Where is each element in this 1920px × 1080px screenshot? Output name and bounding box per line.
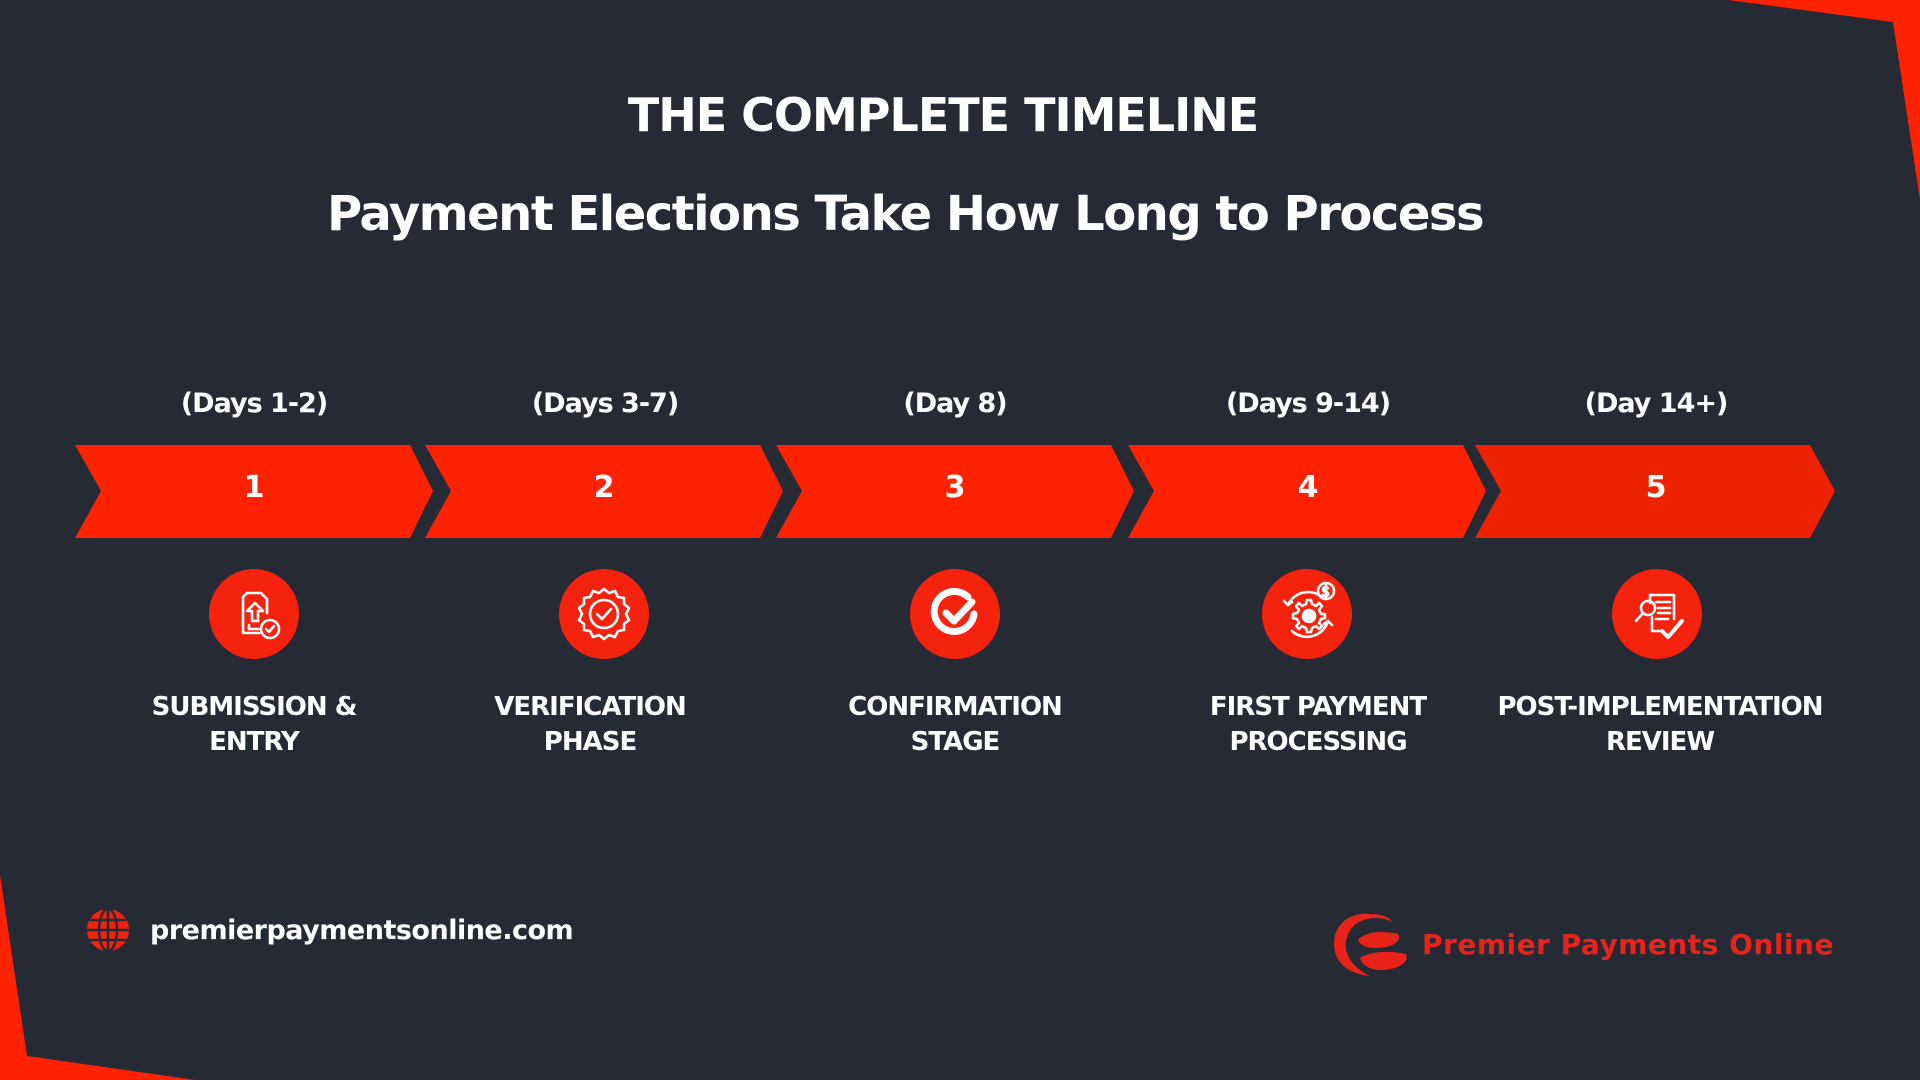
step-1-number: 1: [243, 470, 265, 505]
website-link[interactable]: premierpaymentsonline.com: [86, 908, 574, 952]
brand-name: Premier Payments Online: [1422, 927, 1834, 961]
globe-icon: [87, 908, 129, 952]
step-5-label-line1: POST-IMPLEMENTATION: [1497, 692, 1823, 722]
website-url[interactable]: premierpaymentsonline.com: [150, 914, 574, 946]
step-2-chevron: [425, 445, 783, 538]
document-upload-check-icon: [209, 569, 299, 659]
step-3-number: 3: [944, 470, 966, 505]
step-2-days: (Days 3-7): [531, 388, 679, 419]
step-1-label-line1: SUBMISSION &: [151, 692, 358, 722]
step-2-label: VERIFICATION PHASE: [390, 690, 790, 760]
step-5-chevron: [1475, 445, 1835, 538]
step-4-label-line1: FIRST PAYMENT: [1209, 692, 1427, 722]
step-2-label-line1: VERIFICATION: [494, 692, 686, 722]
brand-logo: Premier Payments Online: [1330, 910, 1834, 978]
step-3-label-line1: CONFIRMATION: [848, 692, 1063, 722]
step-3-days: (Day 8): [903, 388, 1007, 419]
step-3-label: CONFIRMATION STAGE: [755, 690, 1155, 760]
step-3-label-line2: STAGE: [910, 727, 1001, 757]
step-4-label: FIRST PAYMENT PROCESSING: [1118, 690, 1518, 760]
step-4-number: 4: [1297, 470, 1319, 505]
step-1-chevron: [75, 445, 433, 538]
step-4-days: (Days 9-14): [1225, 388, 1391, 419]
step-1-label-line2: ENTRY: [209, 727, 300, 757]
step-1-label: SUBMISSION & ENTRY: [54, 690, 454, 760]
page-subtitle: Payment Elections Take How Long to Proce…: [326, 186, 1485, 242]
step-5-days: (Day 14+): [1584, 388, 1729, 419]
step-2-number: 2: [593, 470, 615, 505]
step-5-label: POST-IMPLEMENTATION REVIEW: [1460, 690, 1860, 760]
step-1-days: (Days 1-2): [180, 388, 328, 419]
step-5-number: 5: [1645, 470, 1667, 505]
step-2-label-line2: PHASE: [543, 727, 637, 757]
check-circle-icon: [910, 569, 1000, 659]
step-4-label-line2: PROCESSING: [1229, 727, 1407, 757]
step-5-label-line2: REVIEW: [1605, 727, 1715, 757]
document-review-icon: [1612, 569, 1702, 659]
page-title: THE COMPLETE TIMELINE: [627, 88, 1259, 142]
step-3-chevron: [776, 445, 1134, 538]
verified-badge-icon: [559, 569, 649, 659]
step-4-chevron: [1128, 445, 1486, 538]
gear-dollar-cycle-icon: [1262, 569, 1352, 659]
premier-logo-icon: [1334, 913, 1407, 976]
